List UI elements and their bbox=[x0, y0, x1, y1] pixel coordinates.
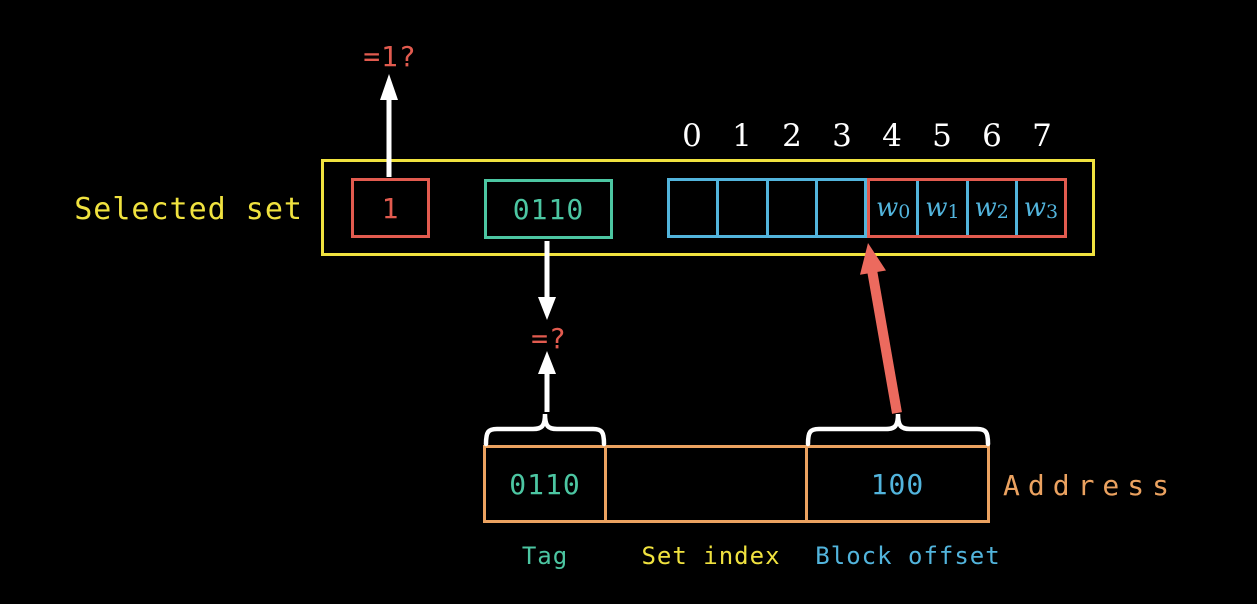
word-subscript: 1 bbox=[947, 200, 960, 223]
byte-index-row: 0 1 2 3 4 5 6 7 bbox=[667, 118, 1067, 154]
byte-index: 1 bbox=[732, 118, 752, 154]
address-block-offset-cell: 100 bbox=[808, 448, 987, 520]
valid-bit-box: 1 bbox=[351, 178, 430, 238]
address-label: Address bbox=[1003, 469, 1178, 502]
byte-index: 6 bbox=[982, 118, 1002, 154]
address-tag-cell: 0110 bbox=[486, 448, 607, 520]
address-block-offset-value: 100 bbox=[870, 467, 925, 501]
byte-index: 7 bbox=[1032, 118, 1052, 154]
word-symbol: w bbox=[974, 193, 997, 223]
empty-byte-cell bbox=[765, 181, 815, 235]
byte-index: 3 bbox=[832, 118, 852, 154]
word-symbol: w bbox=[1023, 193, 1046, 223]
selected-set-outline bbox=[321, 159, 1095, 256]
address-tag-up-arrow bbox=[538, 351, 556, 412]
block-offset-field-label: Block offset bbox=[815, 542, 1001, 570]
block-offset-select-arrow bbox=[860, 243, 902, 414]
address-box: 0110 100 bbox=[483, 445, 990, 523]
empty-byte-cell bbox=[670, 181, 716, 235]
set-tag-box: 0110 bbox=[484, 179, 613, 239]
tag-compare-label: =? bbox=[531, 322, 567, 355]
valid-bit-value: 1 bbox=[381, 191, 400, 225]
valid-compare-label: =1? bbox=[363, 40, 417, 73]
set-tag-value: 0110 bbox=[512, 192, 585, 226]
word-symbol: w bbox=[875, 193, 899, 223]
byte-index: 2 bbox=[782, 118, 802, 154]
block-offset-brace bbox=[805, 413, 991, 447]
byte-index: 5 bbox=[932, 118, 952, 154]
selected-set-label: Selected set bbox=[74, 192, 303, 227]
address-tag-value: 0110 bbox=[509, 467, 581, 501]
word-subscript: 0 bbox=[898, 200, 911, 223]
byte-index: 0 bbox=[682, 118, 702, 154]
word-subscript: 2 bbox=[996, 200, 1009, 223]
word-symbol: w bbox=[925, 193, 948, 223]
tag-field-brace bbox=[483, 413, 607, 447]
byte-index: 4 bbox=[882, 118, 902, 154]
cache-block-empty-bytes bbox=[667, 178, 867, 238]
address-set-index-cell bbox=[607, 448, 808, 520]
word-subscript: 3 bbox=[1045, 200, 1059, 223]
empty-byte-cell bbox=[716, 181, 765, 235]
tag-field-label: Tag bbox=[521, 542, 569, 570]
set-index-field-label: Set index bbox=[641, 542, 781, 570]
empty-byte-cell bbox=[814, 181, 864, 235]
